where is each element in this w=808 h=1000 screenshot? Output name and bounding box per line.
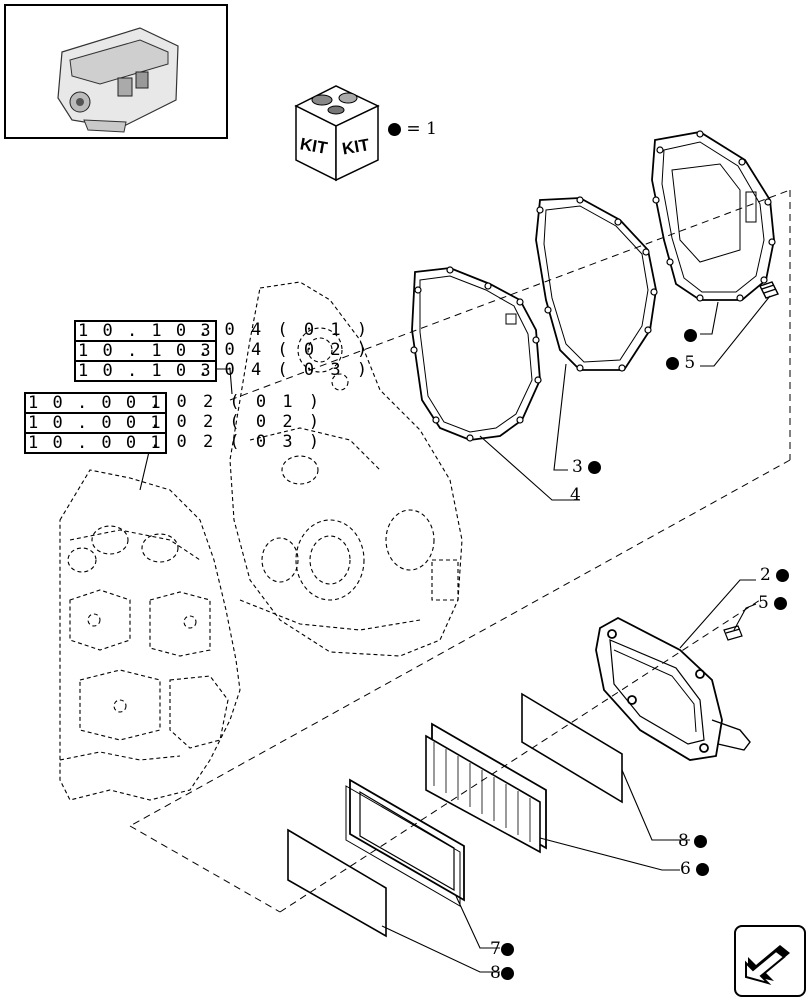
timing-cover-outline <box>229 281 463 657</box>
ref-link-5[interactable]: 1 0 . 0 0 1 <box>24 412 167 434</box>
kit-dot-icon <box>588 461 602 474</box>
filter-element-part-6 <box>425 722 547 854</box>
ref-link-4[interactable]: 1 0 . 0 0 1 <box>24 392 167 414</box>
callout-4: 4 <box>570 486 581 504</box>
callout-8-bottom-number: 8 <box>490 963 501 983</box>
kit-legend-value: 1 <box>426 119 437 139</box>
callout-5-mid: 5 <box>758 593 788 613</box>
callout-4-number: 4 <box>570 485 581 505</box>
callout-3-number: 3 <box>572 457 583 477</box>
callout-5-top-number: 5 <box>684 353 696 373</box>
callout-5-top: 5 <box>666 354 695 372</box>
kit-label-right: KIT <box>341 135 372 159</box>
kit-legend: = 1 <box>388 120 437 138</box>
sheet-part-8-lower <box>287 828 387 938</box>
stud-part-5-top <box>759 281 779 299</box>
sheet-part-8-upper <box>521 692 623 804</box>
engine-thumbnail-icon[interactable] <box>4 4 228 139</box>
housing-part-2 <box>595 616 751 761</box>
bolt-part-5-mid <box>723 625 743 641</box>
callout-5-mid-number: 5 <box>758 593 769 613</box>
timing-cover-plate <box>651 130 776 302</box>
next-page-arrow-icon <box>745 945 790 985</box>
kit-dot-icon <box>774 597 788 610</box>
frame-part-7 <box>345 778 465 907</box>
engine-block-outline <box>59 469 241 801</box>
ref-suffix-5: . 0 2 ( 0 2 ) <box>150 412 323 432</box>
ref-suffix-1: . 0 4 ( 0 1 ) <box>198 320 371 340</box>
callout-8-bottom: 8 <box>490 964 514 982</box>
callout-2-number: 2 <box>760 565 771 585</box>
ref-suffix-6: . 0 2 ( 0 3 ) <box>150 432 323 452</box>
ref-suffix-4: . 0 2 ( 0 1 ) <box>150 392 323 412</box>
kit-dot-icon <box>696 863 710 876</box>
callout-2: 2 <box>760 565 790 585</box>
kit-box-icon: KIT KIT <box>294 85 380 182</box>
callout-8-mid: 8 <box>678 831 708 851</box>
ref-link-3[interactable]: 1 0 . 1 0 3 <box>74 360 217 382</box>
callout-6: 6 <box>680 859 710 879</box>
callout-7-number: 7 <box>490 939 501 959</box>
gasket-part-3 <box>535 196 658 372</box>
callout-8-mid-number: 8 <box>678 831 689 851</box>
callout-kit-dot <box>684 326 697 344</box>
ref-link-6[interactable]: 1 0 . 0 0 1 <box>24 432 167 454</box>
kit-dot-icon <box>776 569 790 582</box>
gasket-part-4 <box>410 266 542 442</box>
next-page-button[interactable] <box>734 925 806 997</box>
kit-dot-icon <box>666 357 679 370</box>
ref-link-2[interactable]: 1 0 . 1 0 3 <box>74 340 217 362</box>
ref-suffix-3: . 0 4 ( 0 3 ) <box>198 360 371 380</box>
alignment-dashed-lines <box>129 189 791 913</box>
ref-suffix-2: . 0 4 ( 0 2 ) <box>198 340 371 360</box>
callout-3: 3 <box>572 457 602 477</box>
callout-6-number: 6 <box>680 859 691 879</box>
kit-dot-icon <box>500 967 514 980</box>
ref-link-1[interactable]: 1 0 . 1 0 3 <box>74 320 217 342</box>
kit-dot-icon <box>694 835 708 848</box>
kit-label-left: KIT <box>299 134 330 158</box>
kit-dot-icon <box>684 329 697 342</box>
callout-7: 7 <box>490 940 514 958</box>
kit-dot-icon <box>500 943 514 956</box>
kit-legend-equals: = <box>406 119 421 139</box>
kit-dot-icon <box>388 123 401 136</box>
